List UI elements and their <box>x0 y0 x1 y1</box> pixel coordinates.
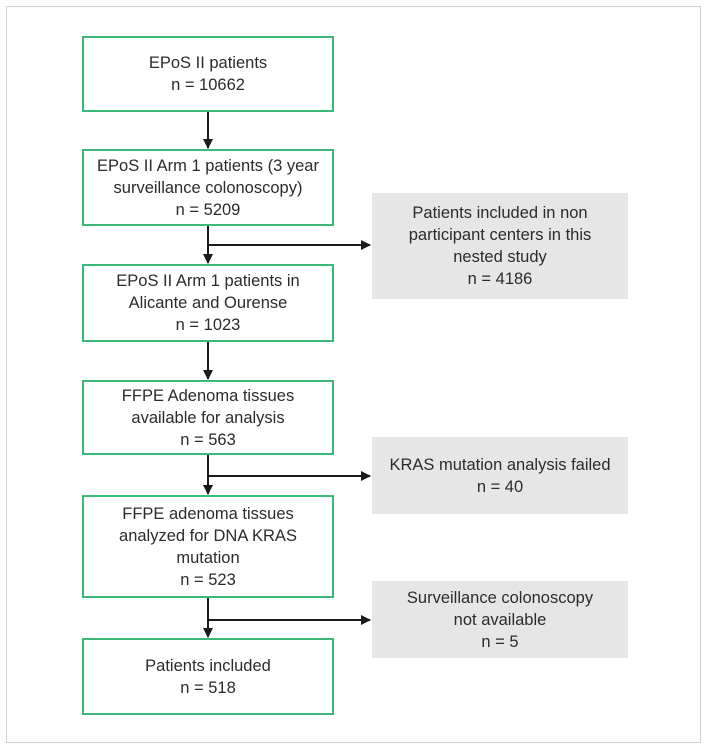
box-line: KRAS mutation analysis failed <box>389 455 611 474</box>
box-count: n = 5 <box>481 632 519 651</box>
box-epos2-patients: EPoS II patients n = 10662 <box>82 36 334 112</box>
box-line: surveillance colonoscopy) <box>113 178 303 197</box>
box-no-colonoscopy: Surveillance colonoscopy not available n… <box>372 581 628 658</box>
box-kras-failed: KRAS mutation analysis failed n = 40 <box>372 437 628 514</box>
box-count: n = 5209 <box>175 200 241 219</box>
diagram-frame <box>6 6 701 743</box>
box-count: n = 40 <box>476 477 524 496</box>
box-line: EPoS II patients <box>148 54 268 72</box>
box-count: n = 523 <box>180 570 236 589</box>
box-line: Patients included <box>145 656 271 675</box>
box-count: n = 563 <box>180 430 236 449</box>
box-line: Alicante and Ourense <box>128 294 288 312</box>
box-line: nested study <box>453 248 547 266</box>
box-ffpe-analyzed: FFPE adenoma tissues analyzed for DNA KR… <box>82 495 334 598</box>
box-count: n = 4186 <box>467 270 533 288</box>
box-line: FFPE adenoma tissues <box>122 504 294 523</box>
box-patients-included: Patients included n = 518 <box>82 638 334 715</box>
box-line: EPoS II Arm 1 patients in <box>116 272 300 290</box>
box-line: Patients included in non <box>412 204 588 222</box>
box-line: analyzed for DNA KRAS <box>119 526 297 545</box>
box-line: EPoS II Arm 1 patients (3 year <box>97 156 319 175</box>
box-line: participant centers in this <box>408 226 592 244</box>
box-count: n = 518 <box>180 678 236 697</box>
box-ffpe-available: FFPE Adenoma tissues available for analy… <box>82 380 334 455</box>
box-line: FFPE Adenoma tissues <box>121 386 295 405</box>
box-alicante-ourense: EPoS II Arm 1 patients in Alicante and O… <box>82 264 334 342</box>
box-line: available for analysis <box>131 408 285 427</box>
box-count: n = 10662 <box>171 76 245 94</box>
box-arm1-patients: EPoS II Arm 1 patients (3 year surveilla… <box>82 149 334 226</box>
box-non-participant-centers: Patients included in non participant cen… <box>372 193 628 299</box>
box-line: not available <box>453 610 547 629</box>
box-count: n = 1023 <box>175 316 241 334</box>
box-line: Surveillance colonoscopy <box>406 588 594 607</box>
box-line: mutation <box>176 548 240 567</box>
